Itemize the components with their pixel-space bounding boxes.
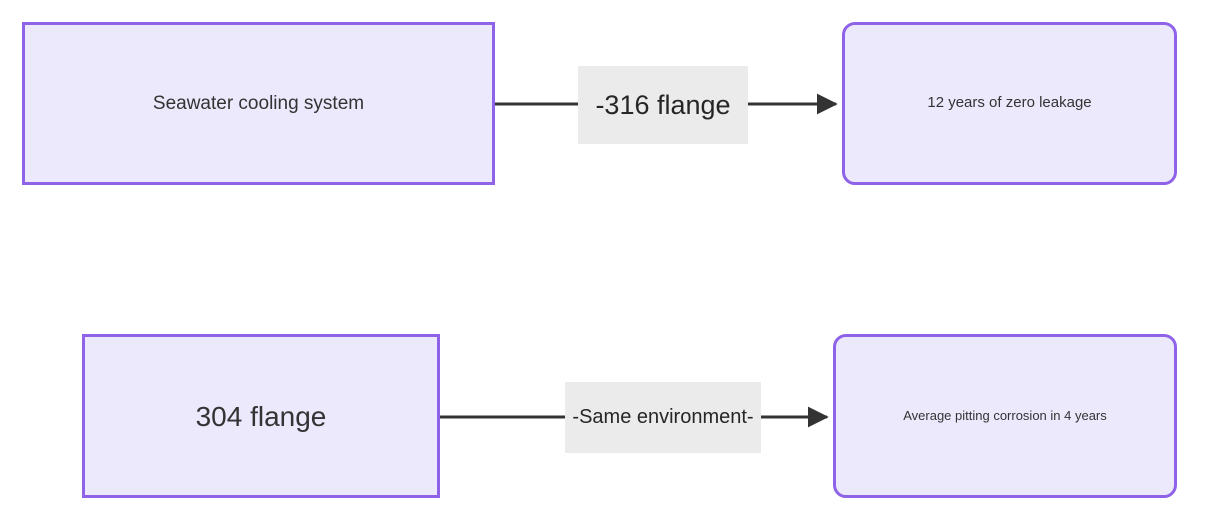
node-zero-leakage[interactable]: 12 years of zero leakage <box>842 22 1177 185</box>
node-seawater-cooling-system[interactable]: Seawater cooling system <box>22 22 495 185</box>
edge-label-same-environment: -Same environment- <box>565 382 761 453</box>
edge-label-text: -Same environment- <box>572 406 754 428</box>
node-label: 304 flange <box>195 400 327 432</box>
edge-label-316-flange: -316 flange <box>578 66 748 144</box>
node-label: 12 years of zero leakage <box>927 94 1092 112</box>
node-pitting-corrosion[interactable]: Average pitting corrosion in 4 years <box>833 334 1177 498</box>
edge-label-text: -316 flange <box>595 89 731 120</box>
node-label: Average pitting corrosion in 4 years <box>903 407 1107 423</box>
node-304-flange[interactable]: 304 flange <box>82 334 440 498</box>
node-label: Seawater cooling system <box>152 92 365 114</box>
